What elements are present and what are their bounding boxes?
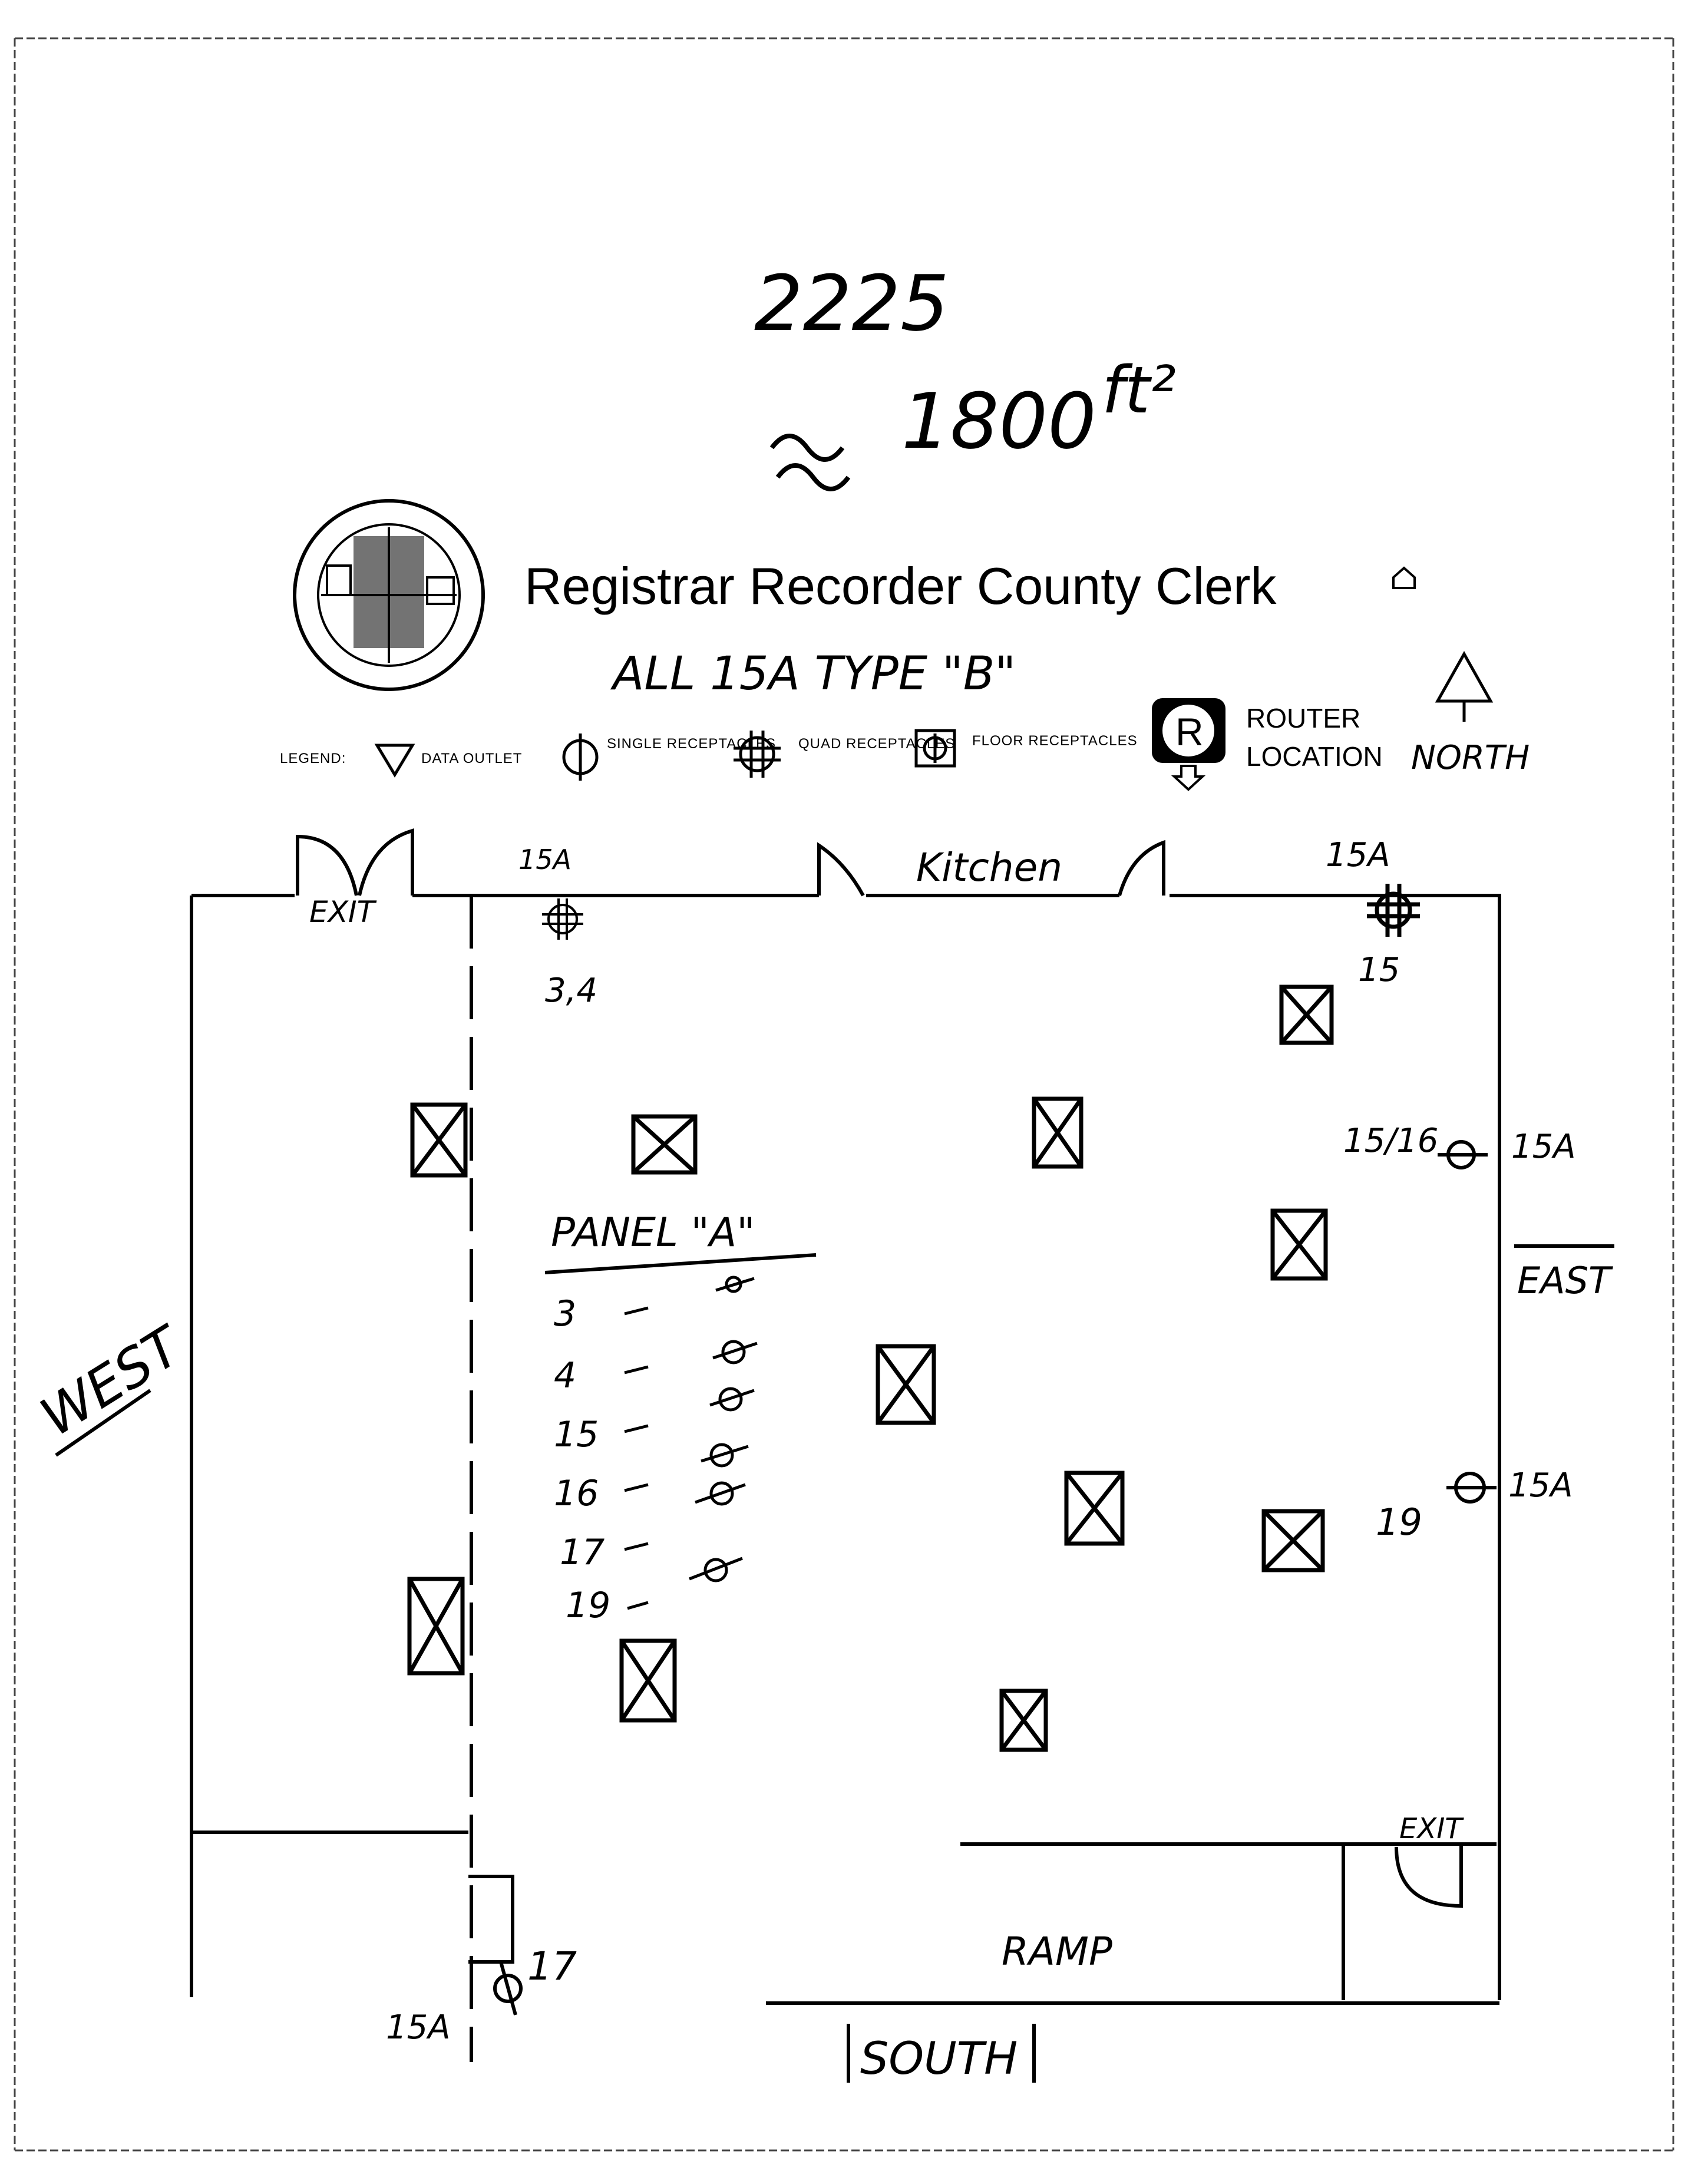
floor-receptacle [1261, 1509, 1325, 1572]
quad-receptacle-northeast [1367, 884, 1420, 937]
single-receptacle-east-1 [1438, 1140, 1488, 1169]
panel-title: PANEL "A" [551, 1210, 755, 1256]
floor-receptacle [631, 1114, 698, 1175]
legend-router-line1: ROUTER [1246, 703, 1360, 733]
panel-circuit-number: 4 [554, 1355, 576, 1396]
single-receptacle-icon [562, 733, 599, 781]
floor-receptacle [410, 1102, 468, 1178]
floor-receptacle [999, 1689, 1048, 1752]
panel-circuit-list: 3 4 15 16 17 19 [554, 1276, 758, 1626]
floor-receptacles [407, 984, 1334, 1752]
east-label: EAST [1517, 1259, 1613, 1302]
east1-amp: 15A [1511, 1128, 1576, 1166]
floor-receptacle-icon [914, 729, 956, 768]
east2-amp: 15A [1508, 1466, 1573, 1505]
exit-door-bottom [1395, 1842, 1497, 1908]
panel-circuit-number: 16 [554, 1473, 599, 1514]
home-icon [1392, 566, 1416, 589]
router-icon: R [1152, 698, 1225, 791]
south-label: SOUTH [860, 2032, 1018, 2084]
panel-circuit-row: 3 [554, 1276, 755, 1334]
panel-circuit-number: 3 [554, 1293, 576, 1334]
quad-receptacle-top [542, 898, 583, 940]
west-underline [55, 1389, 151, 1457]
approx-symbol [769, 434, 851, 491]
panel-title-underline [544, 1253, 817, 1274]
panel-circuit-row: 15 [554, 1387, 755, 1455]
county-seal [293, 499, 485, 691]
page-border [14, 37, 1674, 2152]
kitchen-label: Kitchen [916, 845, 1062, 890]
floor-receptacle [1064, 1471, 1125, 1546]
legend-floor-receptacles: FLOOR RECEPTACLES [972, 733, 1138, 749]
floor-receptacle [876, 1344, 936, 1425]
kitchen-door-right [1118, 840, 1165, 896]
single-receptacle-southwest [493, 1961, 523, 2016]
panel-circuit-row: 16 [554, 1443, 749, 1514]
legend-router-line2: LOCATION [1246, 741, 1383, 772]
ne-outlet-circuit: 15 [1358, 951, 1400, 989]
panel-circuit-row: 19 [566, 1557, 743, 1626]
floor-receptacle [407, 1577, 465, 1676]
quad-receptacle-icon [734, 731, 781, 778]
north-label: NORTH [1411, 739, 1530, 777]
panel-circuit-number: 15 [554, 1414, 599, 1455]
legend-label: LEGEND: [280, 751, 346, 766]
exit-label-bottom: EXIT [1399, 1812, 1464, 1845]
legend-data-outlet: DATA OUTLET [421, 751, 522, 766]
east2-circuit: 19 [1376, 1501, 1422, 1544]
panel-circuit-number: 19 [566, 1585, 610, 1626]
annotation-area: 1800 [901, 376, 1096, 466]
kitchen-door-left [817, 842, 865, 897]
tree-icon [1435, 650, 1494, 722]
sw-circuit: 17 [527, 1944, 577, 1989]
west-label: WEST [30, 1314, 195, 1449]
sw-amp: 15A [386, 2008, 451, 2047]
floor-receptacle [619, 1638, 677, 1723]
ramp-label: RAMP [1002, 1929, 1112, 1974]
single-receptacle-east-2 [1446, 1472, 1497, 1504]
south-frame [847, 2024, 1036, 2083]
top-outlet-circuit: 3,4 [545, 972, 597, 1010]
exit-door-top [296, 828, 414, 896]
data-outlet-icon [374, 744, 415, 778]
panel-circuit-row: 4 [554, 1340, 758, 1396]
top-outlet-amp: 15A [518, 844, 572, 875]
building-walls [190, 894, 1501, 2062]
panel-circuit-row: 17 [560, 1481, 746, 1573]
annotation-area-unit: ft² [1102, 352, 1176, 428]
panel-circuit-number: 17 [560, 1532, 604, 1573]
annotation-number: 2225 [754, 259, 949, 348]
east1-circuit: 15/16 [1343, 1122, 1438, 1160]
floor-receptacle [1270, 1208, 1328, 1281]
svg-text:R: R [1175, 710, 1204, 754]
page-title: Registrar Recorder County Clerk [524, 557, 1277, 615]
note-all-15a: ALL 15A TYPE "B" [610, 647, 1016, 701]
exit-label-top: EXIT [309, 895, 377, 929]
floor-receptacle [1279, 984, 1334, 1045]
ne-outlet-amp: 15A [1326, 836, 1390, 874]
floor-receptacle [1032, 1096, 1084, 1169]
